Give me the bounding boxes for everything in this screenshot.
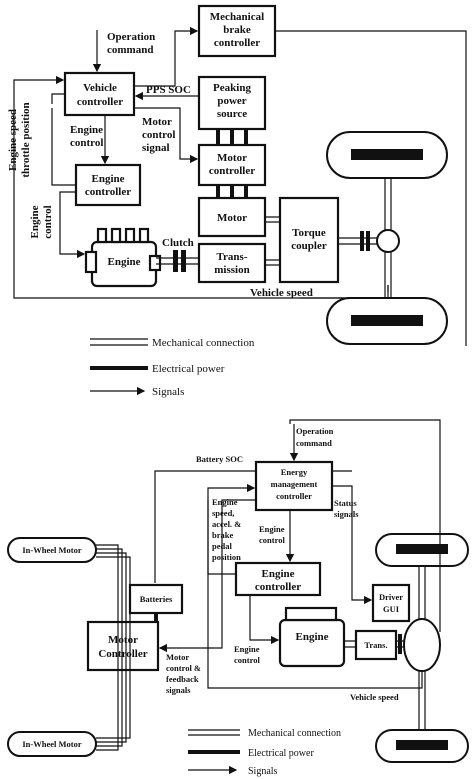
legend-electrical: Electrical power	[152, 363, 225, 375]
legend-bottom: Mechanical connection Electrical power S…	[188, 728, 341, 777]
legend-mechanical: Mechanical connection	[152, 337, 255, 349]
in-wheel-motor-top	[7, 537, 97, 563]
engine-controller-box-b	[234, 561, 322, 597]
engine-control-label-b: Enginecontrol	[29, 205, 54, 238]
battery-soc-label: Battery SOC	[196, 454, 243, 464]
in-wheel-motor-label-top: In-Wheel Motor	[22, 545, 81, 555]
transmission-label: Trans-mission	[214, 251, 249, 276]
torque-coupler-box	[278, 196, 340, 284]
motor-label: Motor	[217, 212, 247, 224]
in-wheel-motor-bottom	[7, 731, 97, 757]
clutch-label: Clutch	[162, 237, 194, 249]
vehicle-speed-label-b: Vehicle speed	[350, 692, 399, 702]
engine-label-b: Engine	[295, 631, 328, 643]
emc-box	[254, 460, 334, 512]
legend-signals: Signals	[152, 386, 184, 398]
engine-controller-box	[74, 163, 142, 207]
pps-soc-label: PPS SOC	[146, 84, 191, 96]
legend-signals-b: Signals	[248, 766, 278, 777]
front-wheel-top	[326, 131, 448, 179]
motor-controller-box-b	[86, 620, 160, 672]
engine-label: Engine	[107, 256, 140, 268]
engine-icon-b	[278, 606, 346, 668]
batteries-label: Batteries	[140, 594, 173, 604]
trans-label: Trans.	[364, 640, 387, 650]
vehicle-controller-box	[63, 71, 136, 117]
legend-mechanical-b: Mechanical connection	[248, 728, 341, 739]
rear-wheel-bottom	[375, 729, 469, 763]
differential-top	[376, 229, 400, 253]
engine-icon	[84, 227, 162, 288]
vehicle-speed-label: Vehicle speed	[250, 287, 313, 299]
engine-speed-throttle-label: Engine speedthrottle position	[7, 102, 32, 177]
front-wheel-bottom	[375, 533, 469, 567]
mech-brake-box	[197, 4, 277, 58]
in-wheel-motor-label-bottom: In-Wheel Motor	[22, 739, 81, 749]
legend-top: Mechanical connection Electrical power S…	[90, 337, 255, 398]
rear-wheel-top	[326, 297, 448, 345]
driver-gui-box	[371, 583, 411, 623]
differential-bottom	[403, 618, 441, 672]
trans-box	[354, 629, 398, 661]
transmission-box	[197, 242, 267, 284]
legend-electrical-b: Electrical power	[248, 748, 314, 759]
